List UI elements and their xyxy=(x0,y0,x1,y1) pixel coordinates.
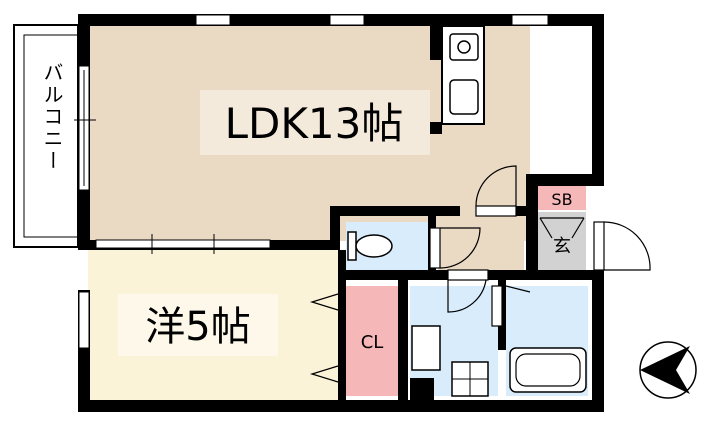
ldk-label-bg xyxy=(200,90,430,155)
closet-label: CL xyxy=(361,332,384,353)
doors xyxy=(309,165,651,383)
shoe-box xyxy=(538,186,586,210)
washbasin-icon xyxy=(411,325,441,371)
balcony-label: バルコニー xyxy=(40,62,64,172)
entrance-label: 玄 xyxy=(553,236,571,257)
bathtub-icon xyxy=(509,347,587,393)
shoe-box-label: SB xyxy=(551,190,572,209)
kitchen-sink-icon xyxy=(449,79,479,115)
entrance xyxy=(538,212,586,270)
compass-arrow-icon xyxy=(639,341,697,399)
kitchen-stove-icon xyxy=(449,33,479,61)
bathtub-inner-icon xyxy=(515,353,581,387)
western-label-bg xyxy=(118,294,278,356)
toilet-bowl-icon xyxy=(355,234,393,258)
ldk-label: LDK13帖 xyxy=(225,99,404,148)
closet xyxy=(346,286,398,396)
stove-burner-icon xyxy=(457,40,471,54)
hallway xyxy=(438,222,524,270)
balcony-area xyxy=(13,24,79,248)
western-label: 洋5帖 xyxy=(145,304,250,350)
toilet-tank-icon xyxy=(347,231,357,261)
